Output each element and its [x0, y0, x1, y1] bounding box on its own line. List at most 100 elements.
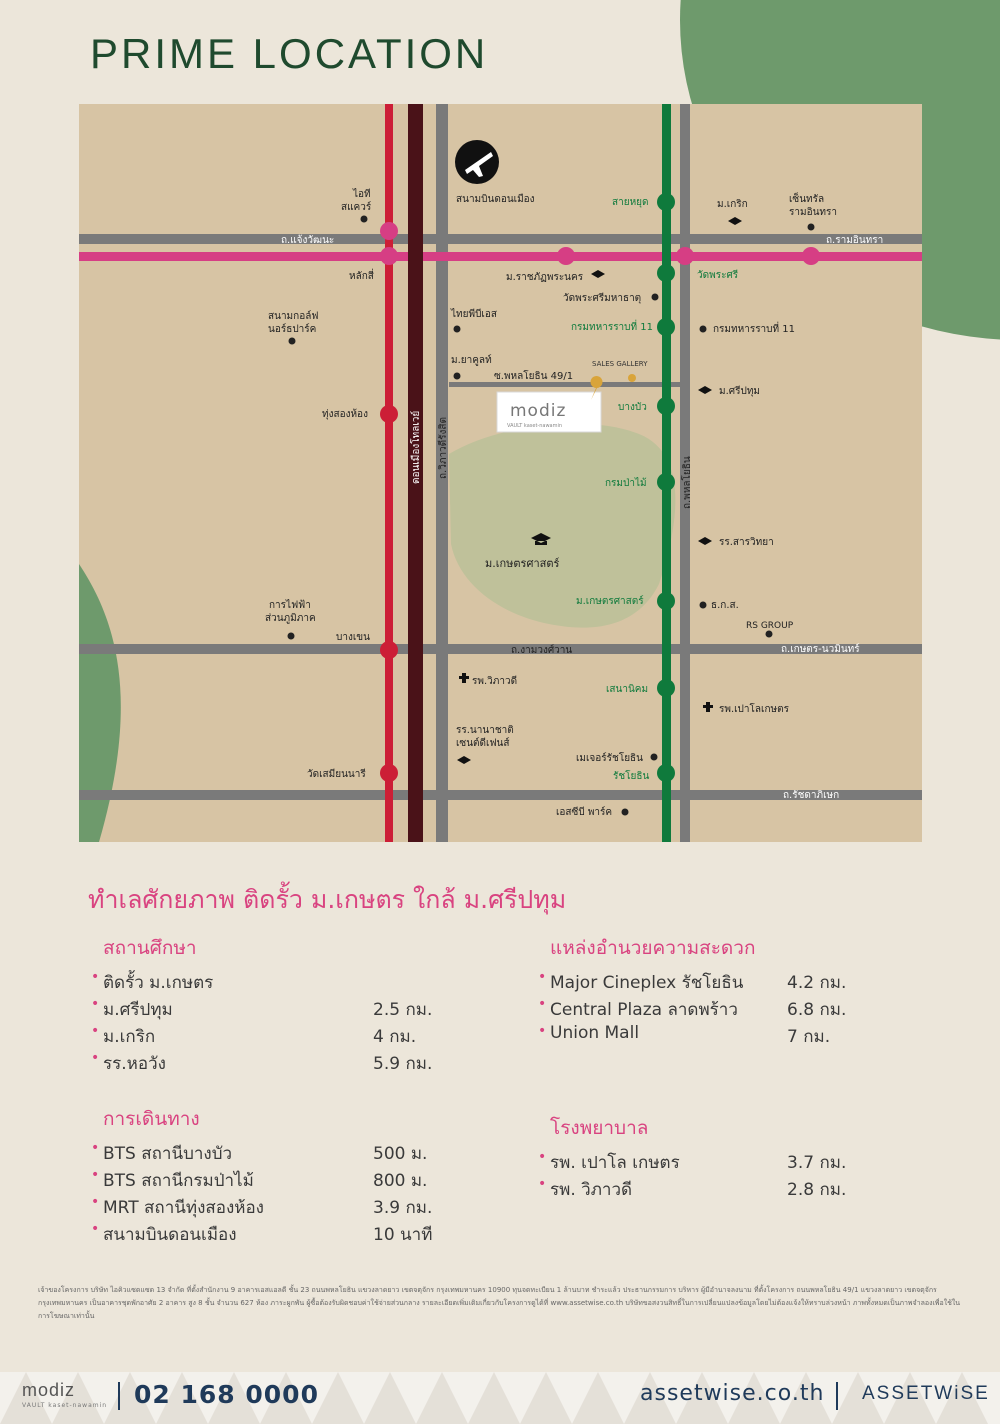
svg-text:รามอินทรา: รามอินทรา — [789, 207, 837, 218]
label-laksi: หลักสี่ — [349, 268, 374, 282]
road-ratchada — [79, 790, 922, 800]
station-marker-saiyud — [657, 193, 675, 211]
svg-text:สแควร์: สแควร์ — [341, 201, 372, 213]
svg-text:เซนต์ดีเฟนส์: เซนต์ดีเฟนส์ — [456, 737, 509, 749]
section-title: สถานศึกษา — [103, 937, 197, 959]
label-egat: การไฟฟ้า — [269, 599, 311, 611]
label-sarawitthaya: รร.สารวิทยา — [719, 537, 774, 548]
station-marker-army11 — [657, 318, 675, 336]
road-soi-491 — [449, 382, 689, 387]
label-rsgroup: RS GROUP — [746, 621, 794, 631]
station-marker-ratchayothin — [657, 764, 675, 782]
label-bangkhen: บางเขน — [336, 632, 370, 643]
label-royalforest: กรมป่าไม้ — [605, 477, 647, 489]
label-golf: สนามกอล์ฟ — [268, 310, 318, 322]
label-vibhavadi: ถ.วิภาวดีรังสิต — [437, 417, 449, 479]
svg-text:นอร์ธปาร์ค: นอร์ธปาร์ค — [268, 323, 316, 335]
school-icon-kasem — [728, 217, 742, 225]
footer: modiz VAULT kaset-nawamin 02 168 0000 as… — [0, 1372, 1000, 1424]
road-chaengwattana — [79, 234, 922, 244]
label-baac: ธ.ก.ส. — [711, 600, 739, 611]
label-thungsonghong: ทุ่งสองห้อง — [322, 408, 368, 420]
mrt-red-line — [385, 104, 393, 842]
footer-brand-sub: VAULT kaset-nawamin — [22, 1402, 108, 1409]
section-convenience: แหล่งอำนวยความสะดวก •Major Cineplex รัชโ… — [538, 933, 846, 1050]
station-marker-bangbua — [657, 397, 675, 415]
label-major: เมเจอร์รัชโยธิน — [576, 751, 643, 764]
label-central: เซ็นทรัล — [789, 191, 824, 205]
sales-gallery-marker — [628, 374, 636, 382]
label-sripatum: ม.ศรีปทุม — [719, 385, 760, 397]
list-item: •ติดรั้ว ม.เกษตร — [91, 969, 214, 993]
list-item: •BTS สถานีกรมป่าไม้800 ม. — [91, 1167, 428, 1191]
label-tollway: ดอนเมืองโทลเวย์ — [409, 411, 422, 484]
bts-green-line — [662, 104, 671, 842]
phone-number[interactable]: 02 168 0000 — [134, 1380, 319, 1409]
label-raminthra-road: ถ.รามอินทรา — [826, 235, 883, 246]
section-title: แหล่งอำนวยความสะดวก — [550, 937, 756, 959]
label-scbpark: เอสซีบี พาร์ค — [556, 806, 612, 818]
station-marker-senanikhom — [657, 679, 675, 697]
legal-disclaimer: เจ้าของโครงการ บริษัท ไอคิวแซดแซด 13 จำก… — [38, 1286, 961, 1320]
project-logo-sub: VAULT kaset-nawamin — [507, 423, 562, 429]
assetwise-logo: ASSETWiSE — [862, 1383, 990, 1404]
label-kasem: ม.เกริก — [717, 199, 748, 210]
footer-brand: modiz — [22, 1380, 76, 1400]
label-airport: สนามบินดอนเมือง — [456, 193, 535, 205]
divider — [836, 1382, 838, 1410]
label-phahonyothin: ถ.พหลโยธิน — [680, 456, 693, 509]
station-marker-kasetsart — [657, 592, 675, 610]
don-mueang-tollway — [408, 104, 423, 842]
label-watphrasri: วัดพระศรีมหาธาตุ — [563, 292, 641, 304]
school-icon-sarawitthaya — [698, 537, 712, 545]
label-ratchayothin: รัชโยธิน — [613, 769, 649, 782]
label-army11-station: กรมทหารราบที่ 11 — [571, 319, 653, 333]
location-map: modiz VAULT kaset-nawamin สนามบินดอนเมือ… — [79, 104, 922, 842]
school-icon-sripatum — [698, 386, 712, 394]
hospital-icon-paolo — [703, 702, 713, 712]
school-icon-kasetsart — [531, 533, 551, 545]
school-icon-rajabhat — [591, 270, 605, 278]
road-vibhavadi — [436, 104, 448, 842]
label-sales-gallery: SALES GALLERY — [592, 360, 648, 368]
label-bangbua: บางบัว — [618, 402, 647, 413]
label-ratchada: ถ.รัชดาภิเษก — [783, 790, 839, 801]
project-logo: modiz — [510, 401, 566, 421]
station-marker-thungsonghong — [380, 405, 398, 423]
road-ngamwongwan — [79, 644, 922, 654]
label-ngamwongwan: ถ.งามวงศ์วาน — [511, 644, 572, 656]
label-it-square: ไอที — [352, 188, 371, 200]
label-rajabhat: ม.ราชภัฏพระนคร — [506, 272, 584, 283]
list-item: •รพ. วิภาวดี2.8 กม. — [538, 1176, 847, 1200]
kasetsart-park-area — [449, 423, 676, 628]
label-saiyud: สายหยุด — [612, 197, 649, 208]
station-marker-bangkhen — [380, 641, 398, 659]
page-title: PRIME LOCATION — [90, 30, 489, 77]
footer-pattern — [0, 1372, 988, 1424]
school-icon-stdefense — [457, 756, 471, 764]
label-chaengwattana: ถ.แจ้งวัฒนะ — [281, 234, 334, 246]
station-marker-it — [380, 222, 398, 240]
label-thaipbs: ไทยพีบีเอส — [450, 308, 497, 320]
station-marker-raminthra — [802, 247, 820, 265]
label-watsamian: วัดเสมียนนารี — [307, 768, 366, 780]
website-link[interactable]: assetwise.co.th — [640, 1381, 825, 1406]
section-title: โรงพยาบาล — [550, 1117, 649, 1139]
label-senanikhom: เสนานิคม — [606, 684, 648, 695]
label-yakult: ม.ยาคูลท์ — [451, 354, 492, 366]
label-kasetsart-station: ม.เกษตรศาสตร์ — [576, 595, 644, 607]
project-logo-box — [496, 391, 602, 433]
bts-pink-line — [79, 252, 922, 261]
station-marker-royalforest — [657, 473, 675, 491]
